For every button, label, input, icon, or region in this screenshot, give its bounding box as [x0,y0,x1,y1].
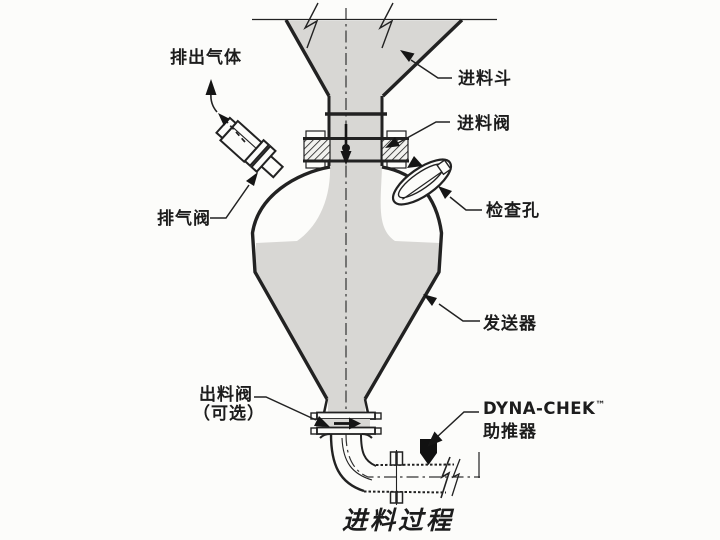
inspection-port-shape [391,156,453,206]
break-line [303,2,319,49]
break-line [440,456,451,499]
label-discharge-valve: 出料阀 [199,384,253,405]
break-line [451,458,461,497]
label-booster-brand: DYNA-CHEK™ [483,399,605,418]
material-fill [255,21,460,434]
break-line [378,2,394,49]
leader-transmitter [423,294,480,322]
exhaust-valve-shape [215,116,285,179]
inspection-port-clamp [407,156,423,168]
label-transmitter: 发送器 [482,313,537,334]
material-flow-arrow [340,124,352,165]
label-feed-valve: 进料阀 [457,113,511,134]
centerline [345,8,480,478]
feed-hopper-shape [252,2,497,166]
gas-up-arrow [205,79,218,113]
leader-inspection-port [438,186,482,211]
leader-discharge-valve [254,396,330,427]
label-inspection-port: 检查孔 [486,200,540,221]
leader-feed-hopper [400,50,452,79]
booster-shape [420,439,437,465]
diagram-title: 进料过程 [342,506,455,535]
label-discharge-valve-note: （可选） [193,403,265,424]
label-exhaust-valve: 排气阀 [157,208,211,229]
label-exhaust-gas: 排出气体 [170,47,242,68]
leader-booster [427,411,479,447]
exhaust-flow-arrow [218,113,246,143]
leader-exhaust-valve [210,172,258,219]
label-booster-name: 助推器 [483,421,537,442]
leader-feed-valve [385,121,450,148]
conveying-pipe-shape [329,433,480,505]
discharge-flow-arrow [334,417,361,430]
label-feed-hopper: 进料斗 [458,68,512,89]
